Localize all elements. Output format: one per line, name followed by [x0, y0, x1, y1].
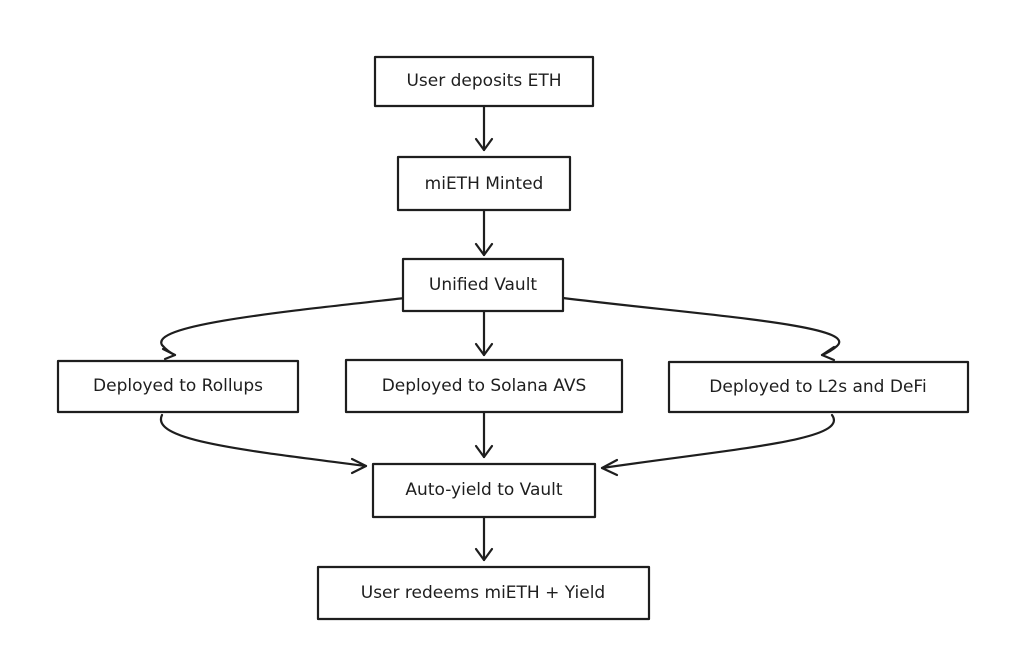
edge-vault-to-l2s — [561, 296, 841, 362]
edge-vault-to-solana — [474, 310, 494, 357]
node-user-deposits-eth: User deposits ETH — [373, 55, 595, 108]
edge-autoyield-to-redeem — [474, 516, 494, 562]
node-label: Deployed to Solana AVS — [382, 376, 587, 396]
edge-rollups-to-autoyield — [159, 413, 368, 475]
node-deployed-to-l2s-and-defi: Deployed to L2s and DeFi — [667, 360, 970, 414]
node-deployed-to-solana-avs: Deployed to Solana AVS — [344, 358, 624, 414]
node-unified-vault: Unified Vault — [401, 257, 565, 313]
node-label: User redeems miETH + Yield — [361, 583, 605, 603]
node-label: Deployed to Rollups — [93, 376, 263, 396]
edge-mint-to-vault — [474, 209, 494, 257]
node-deployed-to-rollups: Deployed to Rollups — [56, 359, 300, 414]
node-label: User deposits ETH — [406, 71, 561, 91]
edge-l2s-to-autoyield — [600, 413, 835, 477]
node-user-redeems-mieth-yield: User redeems miETH + Yield — [316, 565, 651, 621]
node-auto-yield-to-vault: Auto-yield to Vault — [371, 462, 597, 519]
node-label: miETH Minted — [425, 174, 544, 194]
edge-deposit-to-mint — [474, 105, 494, 152]
edges — [159, 105, 841, 562]
edge-solana-to-autoyield — [474, 411, 494, 459]
node-mieth-minted: miETH Minted — [396, 155, 572, 212]
node-label: Auto-yield to Vault — [405, 480, 562, 500]
node-label: Unified Vault — [429, 275, 538, 295]
edge-vault-to-rollups — [160, 296, 407, 361]
node-label: Deployed to L2s and DeFi — [709, 377, 926, 397]
